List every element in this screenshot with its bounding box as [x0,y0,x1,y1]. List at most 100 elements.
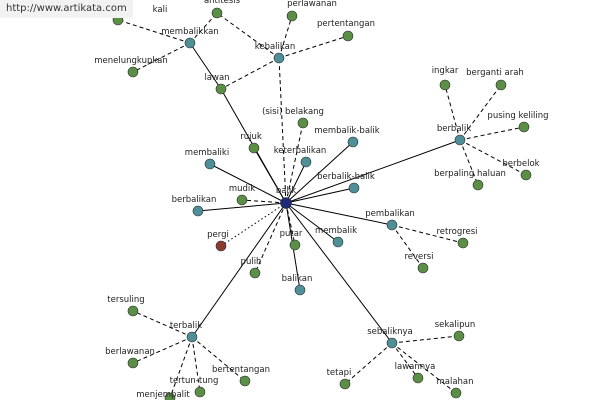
node-balik[interactable]: balik [276,186,296,209]
node-label-perlawanan[interactable]: perlawanan [287,0,337,9]
node-marker-perlawanan[interactable] [286,10,298,22]
node-label-berbalik[interactable]: berbalik [437,124,471,134]
node-keterbalikan[interactable]: keterbalikan [274,146,327,168]
node-label-kebalikan[interactable]: kebalikan [255,42,296,52]
node-label-menelungkupkan[interactable]: menelungkupkan [94,56,167,66]
node-antitesis[interactable]: antitesis [204,0,241,19]
node-label-berbelok[interactable]: berbelok [502,159,539,169]
node-label-sebaliknya[interactable]: sebaliknya [367,327,413,337]
node-lawannya[interactable]: lawannya [395,362,436,384]
node-label-pusing_keliling[interactable]: pusing keliling [487,111,548,121]
node-label-balikan[interactable]: balikan [282,274,313,284]
node-label-pergi[interactable]: pergi [207,230,229,240]
node-marker-berganti_arah[interactable] [495,79,507,91]
node-marker-balik[interactable] [280,197,292,209]
node-label-pembalikan[interactable]: pembalikan [365,209,415,219]
node-marker-sisi_belakang[interactable] [297,117,309,129]
node-berbalik_balik[interactable]: berbalik-balik [317,172,375,194]
node-label-tersuling[interactable]: tersuling [107,295,144,305]
node-marker-lawannya[interactable] [412,372,424,384]
node-pulih[interactable]: pulih [241,257,262,279]
node-label-membalik_balik[interactable]: membalik-balik [314,126,379,136]
node-malahan[interactable]: malahan [436,377,474,399]
node-label-berganti_arah[interactable]: berganti arah [466,68,524,78]
node-marker-antitesis[interactable] [211,7,223,19]
node-label-berpaling_haluan[interactable]: berpaling haluan [434,169,506,179]
node-balikan[interactable]: balikan [282,274,313,296]
node-marker-retrogresi[interactable] [457,237,469,249]
node-label-sisi_belakang[interactable]: (sisi) belakang [262,107,324,117]
node-label-bertentangan[interactable]: bertentangan [212,365,270,375]
node-marker-membalik_balik[interactable] [347,136,359,148]
node-marker-membalik[interactable] [332,236,344,248]
node-pergi[interactable]: pergi [207,230,229,252]
node-menelungkupkan[interactable]: menelungkupkan [94,56,168,78]
node-membalikkan[interactable]: membalikkan [161,27,219,49]
node-label-balik[interactable]: balik [276,186,296,196]
node-marker-pergi[interactable] [215,240,227,252]
node-marker-pulih[interactable] [249,267,261,279]
node-label-menjempalit[interactable]: menjempalit [136,390,190,400]
node-berganti_arah[interactable]: berganti arah [466,68,524,91]
node-label-antitesis[interactable]: antitesis [204,0,241,6]
node-marker-berpaling_haluan[interactable] [472,179,484,191]
node-marker-terbalik[interactable] [186,331,198,343]
node-label-membalikkan[interactable]: membalikkan [161,27,218,37]
node-label-sekalipun[interactable]: sekalipun [435,320,476,330]
node-marker-rujuk[interactable] [248,142,260,154]
node-label-berbalikan[interactable]: berbalikan [172,195,217,205]
node-label-pulih[interactable]: pulih [241,257,262,267]
node-marker-menjempalit[interactable] [164,392,176,400]
node-marker-putar[interactable] [289,239,301,251]
node-sisi_belakang[interactable]: (sisi) belakang [262,107,324,129]
node-lawan[interactable]: lawan [204,73,230,95]
node-label-lawan[interactable]: lawan [204,73,229,83]
node-rujuk[interactable]: rujuk [240,132,262,154]
node-tetapi[interactable]: tetapi [327,368,352,390]
node-label-lawannya[interactable]: lawannya [395,362,436,372]
node-marker-pertentangan[interactable] [342,30,354,42]
node-marker-tersuling[interactable] [127,305,139,317]
node-kebalikan[interactable]: kebalikan [255,42,296,64]
node-berbalikan[interactable]: berbalikan [172,195,217,217]
node-marker-membaliki[interactable] [204,158,216,170]
node-marker-berbelok[interactable] [520,169,532,181]
node-label-pertentangan[interactable]: pertentangan [317,19,375,29]
node-sekalipun[interactable]: sekalipun [435,320,476,342]
node-sebaliknya[interactable]: sebaliknya [367,327,413,349]
node-berbelok[interactable]: berbelok [502,159,540,181]
node-ingkar[interactable]: ingkar [432,66,459,91]
node-terbalik[interactable]: terbalik [170,321,202,343]
node-label-tetapi[interactable]: tetapi [327,368,352,378]
node-tersuling[interactable]: tersuling [107,295,145,317]
node-bertentangan[interactable]: bertentangan [212,365,270,387]
node-label-malahan[interactable]: malahan [436,377,473,387]
node-marker-pembalikan[interactable] [386,219,398,231]
node-marker-berbalik_balik[interactable] [348,182,360,194]
node-pembalikan[interactable]: pembalikan [365,209,415,231]
node-label-retrogresi[interactable]: retrogresi [436,227,477,237]
node-retrogresi[interactable]: retrogresi [436,227,478,249]
node-label-keterbalikan[interactable]: keterbalikan [274,146,327,156]
node-marker-kebalikan[interactable] [273,52,285,64]
node-membalik_balik[interactable]: membalik-balik [314,126,380,148]
node-label-reversi[interactable]: reversi [404,252,433,262]
node-label-putar[interactable]: putar [280,229,303,239]
node-marker-berbalikan[interactable] [192,205,204,217]
node-reversi[interactable]: reversi [404,252,434,274]
node-menjempalit[interactable]: menjempalit [136,390,190,400]
node-marker-mudik[interactable] [236,194,248,206]
node-label-berlawanan[interactable]: berlawanan [105,347,155,357]
node-pusing_keliling[interactable]: pusing keliling [487,111,549,133]
node-label-mudik[interactable]: mudik [229,184,255,194]
node-marker-menelungkupkan[interactable] [127,66,139,78]
node-mudik[interactable]: mudik [229,184,255,206]
node-marker-bertentangan[interactable] [239,375,251,387]
node-berbalik[interactable]: berbalik [437,124,471,146]
node-label-rujuk[interactable]: rujuk [240,132,262,142]
node-marker-ingkar[interactable] [439,79,451,91]
node-pertentangan[interactable]: pertentangan [317,19,375,42]
node-marker-membalikkan[interactable] [184,37,196,49]
node-berlawanan[interactable]: berlawanan [105,347,155,369]
node-marker-pusing_keliling[interactable] [518,121,530,133]
